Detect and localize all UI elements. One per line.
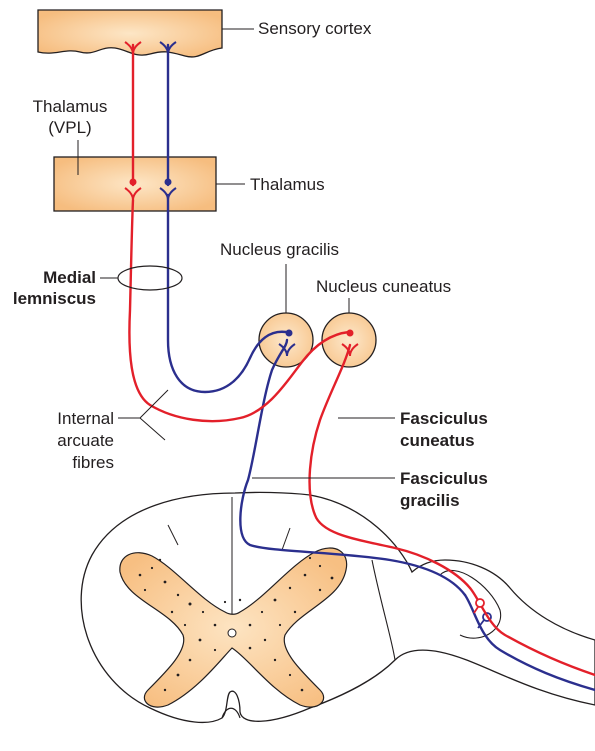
label-internal-arcuate-line2: arcuate <box>0 430 114 451</box>
label-fasciculus-gracilis-line1: Fasciculus <box>400 468 488 489</box>
label-fasciculus-cuneatus-line2: cuneatus <box>400 430 475 451</box>
blue-terminal-thalamus <box>165 179 172 186</box>
red-ganglion-cell <box>476 599 484 607</box>
medial-lemniscus-ellipse <box>118 266 182 290</box>
label-medial-lemniscus-line2: lemniscus <box>0 288 96 309</box>
label-fasciculus-cuneatus-line1: Fasciculus <box>400 408 488 429</box>
nucleus-cuneatus-circle <box>322 313 376 367</box>
label-sensory-cortex: Sensory cortex <box>258 18 371 39</box>
label-nucleus-gracilis: Nucleus gracilis <box>220 239 339 260</box>
blue-terminal-gracilis <box>286 330 293 337</box>
red-terminal-thalamus <box>130 179 137 186</box>
label-internal-arcuate-line1: Internal <box>0 408 114 429</box>
central-canal <box>228 629 236 637</box>
label-fasciculus-gracilis-line2: gracilis <box>400 490 460 511</box>
label-nucleus-cuneatus: Nucleus cuneatus <box>316 276 451 297</box>
label-thalamus: Thalamus <box>250 174 325 195</box>
label-thalamus-vpl-line1: Thalamus <box>20 96 120 117</box>
label-medial-lemniscus-line1: Medial <box>0 267 96 288</box>
red-terminal-cuneatus <box>347 330 354 337</box>
sensory-cortex-block <box>38 10 222 57</box>
label-thalamus-vpl-line2: (VPL) <box>20 117 120 138</box>
label-internal-arcuate-line3: fibres <box>0 452 114 473</box>
